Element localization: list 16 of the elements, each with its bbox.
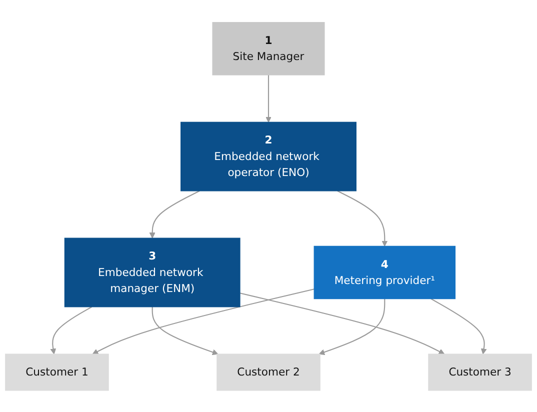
node-box: 4 Metering provider¹ (314, 245, 456, 299)
arrow (266, 74, 272, 122)
node-box: 3 Embedded network manager (ENM) (64, 237, 240, 307)
node-box: 2 Embedded network operator (ENO) (180, 121, 356, 191)
arrow (149, 190, 200, 238)
arrow (50, 306, 92, 354)
arrow (240, 292, 445, 354)
node-box: Customer 3 (428, 353, 532, 390)
arrow (337, 190, 388, 246)
arrow (318, 298, 386, 355)
arrow (92, 288, 314, 354)
arrow (430, 298, 487, 354)
arrow (152, 306, 218, 355)
node-box: Customer 2 (216, 353, 320, 390)
node-box: Customer 1 (5, 353, 109, 390)
node-box: 1 Site Manager (212, 22, 325, 75)
